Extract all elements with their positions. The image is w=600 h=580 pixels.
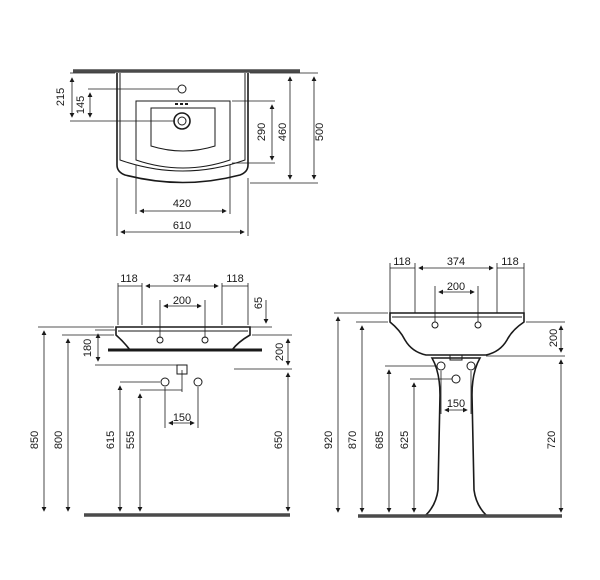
top-basin-outline [116,73,249,184]
top-view: 215 145 290 460 500 420 610 [55,69,326,236]
label-500: 500 [314,123,326,141]
label-215: 215 [55,88,67,106]
ped-label-118-right: 118 [501,256,519,268]
top-basin-rim [119,73,246,172]
label-555: 555 [125,431,137,449]
pedestal-view: 118 374 118 200 150 200 [323,256,565,518]
front-tap-hole-right [201,336,209,344]
label-610: 610 [173,220,191,232]
label-200-top: 200 [173,295,191,307]
top-bowl-inner [150,107,216,152]
ped-label-150: 150 [447,398,465,410]
label-200-side: 200 [274,343,286,361]
ped-label-200-side: 200 [548,329,560,347]
ped-label-374: 374 [447,256,465,268]
label-800: 800 [53,431,65,449]
ped-label-625: 625 [399,431,411,449]
ped-label-720: 720 [546,431,558,449]
top-tap-hole [177,84,187,94]
top-drain-outer [173,112,191,130]
label-650: 650 [273,431,285,449]
top-bowl-outer [135,100,231,169]
label-374: 374 [173,273,191,285]
front-basin-body [115,326,251,351]
label-118-left: 118 [120,273,138,285]
ped-pipe-hole-left [436,361,446,371]
ped-label-685: 685 [374,431,386,449]
ped-pipe-hole-right [466,361,476,371]
ped-column [424,357,488,516]
label-180: 180 [82,339,94,357]
label-118-right: 118 [226,273,244,285]
ped-label-920: 920 [323,431,335,449]
ped-tap-hole-right [474,321,482,329]
label-420: 420 [173,198,191,210]
front-pipe-hole-left [160,377,170,387]
label-615: 615 [105,431,117,449]
label-290: 290 [256,123,268,141]
front-pipe-hole-right [193,377,203,387]
ped-label-118-left: 118 [393,256,411,268]
ped-tap-hole-left [431,321,439,329]
label-145: 145 [75,96,87,114]
ped-pipe-hole-mid [451,374,461,384]
label-460: 460 [277,123,289,141]
front-tap-hole-left [156,336,164,344]
label-150: 150 [173,412,191,424]
label-65: 65 [253,297,265,309]
top-drain-inner [177,116,187,126]
front-view: 118 374 118 200 65 150 [29,273,292,517]
ped-basin-body [389,312,525,356]
ped-label-870: 870 [347,431,359,449]
ped-label-200-top: 200 [447,281,465,293]
label-850: 850 [29,431,41,449]
